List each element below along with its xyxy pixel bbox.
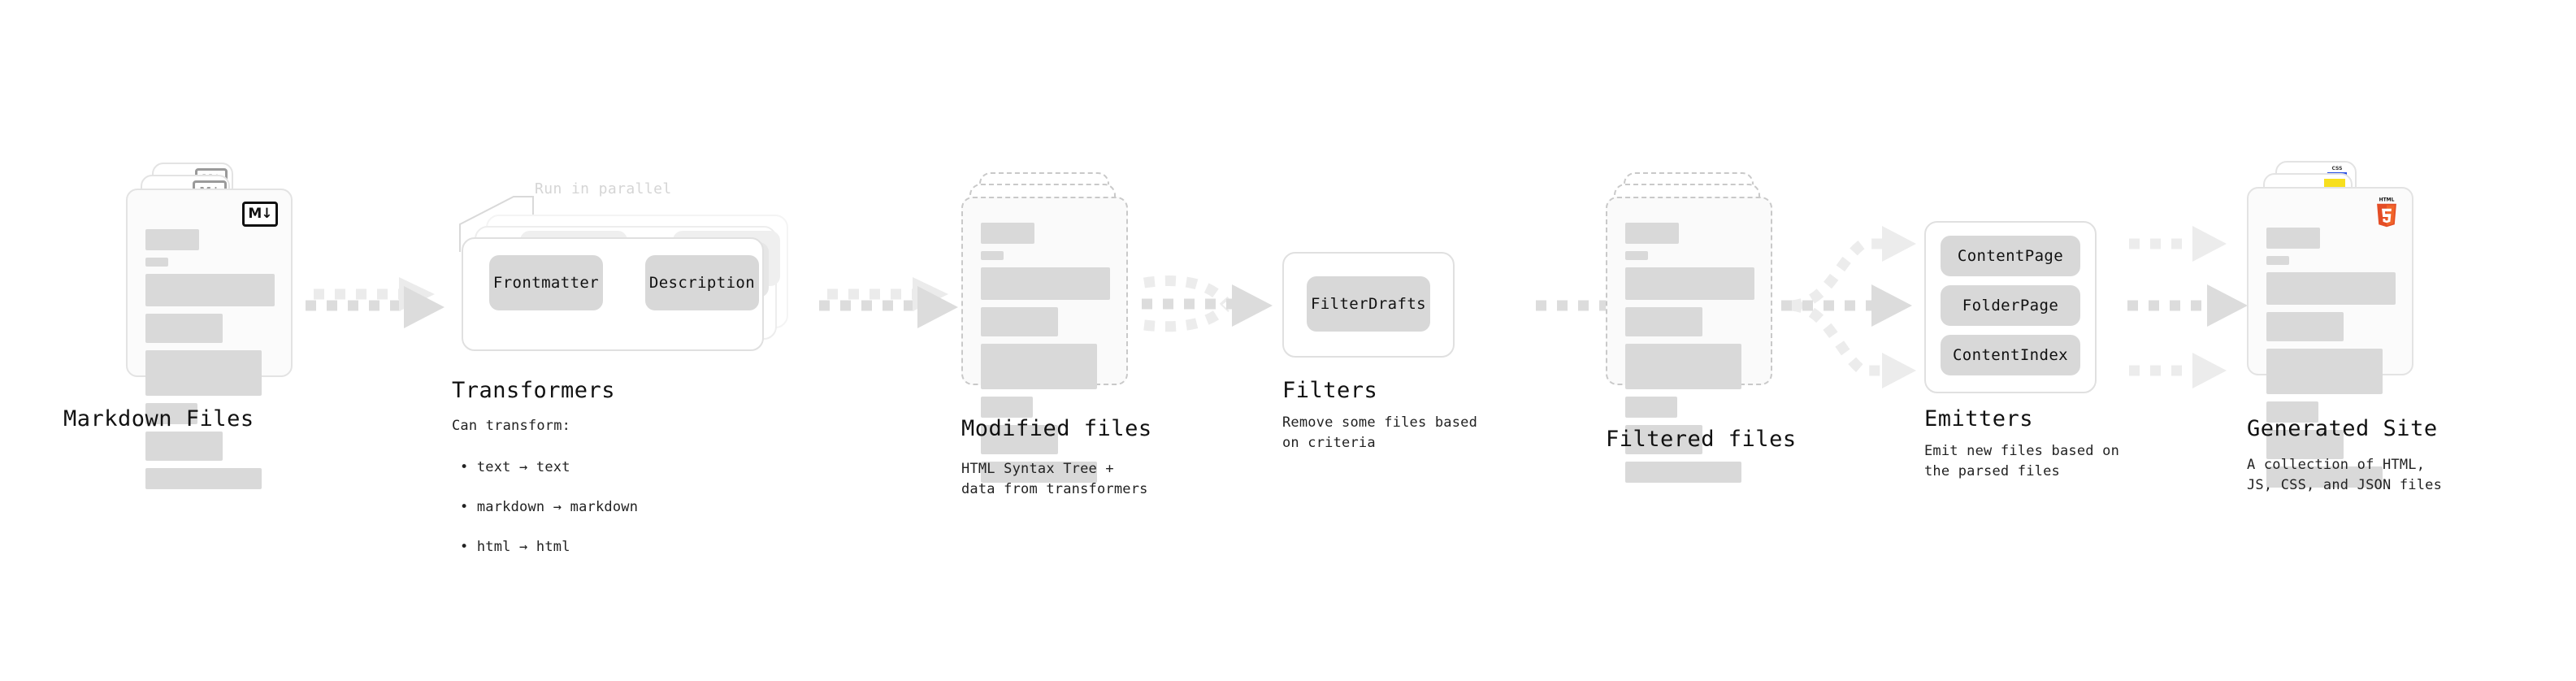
- emitters-title: Emitters: [1924, 406, 2034, 432]
- content-bar: [145, 350, 262, 396]
- content-bar: [145, 314, 223, 343]
- content-bar: [2266, 349, 2383, 394]
- emitters-subtitle: Emit new files based on the parsed files: [1924, 443, 2120, 479]
- plugin-pill-description[interactable]: Description: [645, 255, 759, 310]
- content-bar: [145, 403, 197, 424]
- plugin-pill-contentindex[interactable]: ContentIndex: [1941, 335, 2080, 375]
- connector-modified-to-filters: [1142, 275, 1273, 332]
- plugin-pill-folderpage[interactable]: FolderPage: [1941, 285, 2080, 326]
- modified-files-subtitle: HTML Syntax Tree + data from transformer…: [961, 461, 1148, 497]
- content-bar: [2266, 466, 2383, 488]
- connector-filtered-to-emitters: [1781, 226, 1916, 388]
- content-bar: [1625, 251, 1648, 260]
- parallel-bracket: [459, 196, 534, 252]
- content-bar: [981, 344, 1098, 389]
- css3-icon-label: CSS: [2331, 166, 2343, 171]
- markdown-card-front: M↓: [126, 189, 293, 489]
- content-bar: [981, 397, 1033, 418]
- content-bar: [1625, 223, 1679, 244]
- filtered-card-content: [1625, 223, 1754, 490]
- run-in-parallel-annotation: Run in parallel: [535, 180, 672, 197]
- plugin-pill-frontmatter[interactable]: Frontmatter: [489, 255, 603, 310]
- plugin-pill-filterdrafts[interactable]: FilterDrafts: [1307, 276, 1430, 332]
- html5-icon: HTML: [2377, 197, 2396, 228]
- filtered-card-front: [1606, 197, 1772, 483]
- modified-card-content: [981, 223, 1110, 490]
- transformers-title: Transformers: [452, 378, 616, 403]
- content-bar: [2266, 312, 2344, 341]
- bullet-item: • text → text: [460, 458, 570, 475]
- content-bar: [145, 258, 168, 267]
- content-bar: [145, 432, 223, 461]
- site-card-content: [2266, 228, 2396, 495]
- content-bar: [981, 223, 1034, 244]
- content-bar: [1625, 397, 1677, 418]
- content-bar: [981, 307, 1059, 336]
- content-bar: [981, 267, 1110, 300]
- connector-transformers-to-modified: [819, 277, 958, 328]
- content-bar: [1625, 425, 1703, 454]
- svg-text:HTML: HTML: [2379, 197, 2395, 202]
- content-bar: [1625, 307, 1703, 336]
- connector-markdown-to-transformers: [306, 277, 445, 328]
- content-bar: [2266, 256, 2289, 265]
- modified-card-front: [961, 197, 1128, 483]
- content-bar: [2266, 430, 2344, 459]
- modified-files-title: Modified files: [961, 416, 1152, 441]
- content-bar: [2266, 272, 2396, 305]
- content-bar: [981, 251, 1004, 260]
- connector-emitters-to-site: [2127, 226, 2248, 388]
- bullet-item: • markdown → markdown: [460, 498, 639, 515]
- content-bar: [1625, 267, 1754, 300]
- filters-title: Filters: [1282, 378, 1378, 403]
- site-card-front-html: HTML: [2247, 187, 2413, 488]
- content-bar: [981, 425, 1059, 454]
- content-bar: [1625, 462, 1742, 483]
- bullet-item: • html → html: [460, 539, 570, 556]
- markdown-files-title: Markdown Files: [63, 406, 254, 432]
- markdown-icon: M↓: [242, 202, 278, 227]
- content-bar: [1625, 344, 1742, 389]
- generated-site-title: Generated Site: [2247, 416, 2438, 441]
- plugin-pill-contentpage[interactable]: ContentPage: [1941, 236, 2080, 276]
- filtered-files-title: Filtered files: [1606, 427, 1797, 452]
- content-bar: [981, 462, 1098, 483]
- filters-subtitle: Remove some files based on criteria: [1282, 414, 1478, 451]
- markdown-card-content: [145, 229, 275, 497]
- transformers-subtitle: Can transform:: [452, 418, 571, 434]
- content-bar: [145, 274, 275, 306]
- content-bar: [2266, 401, 2318, 423]
- content-bar: [145, 468, 262, 489]
- generated-site-subtitle: A collection of HTML, JS, CSS, and JSON …: [2247, 457, 2443, 493]
- content-bar: [145, 229, 199, 250]
- content-bar: [2266, 228, 2320, 249]
- transformers-bullets: • text → text • markdown → markdown • ht…: [460, 437, 638, 577]
